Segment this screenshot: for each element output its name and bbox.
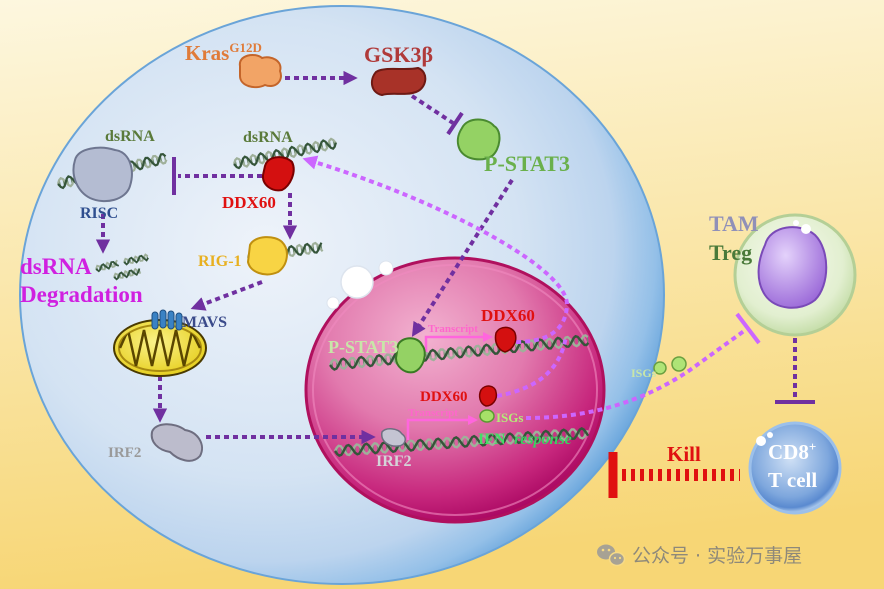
mavs-receptor [159, 309, 167, 329]
cd8-t-cell [748, 421, 842, 515]
ifn-label: IFN [478, 431, 506, 448]
inhibit-gsk3b-pstat3-bar [446, 111, 464, 136]
vesicle-tiny [326, 296, 340, 310]
response-label: response [514, 431, 572, 448]
secreted-isgs-label: ISGs [631, 366, 657, 380]
helix-strand-b [95, 259, 118, 271]
cd8-vesicle [756, 436, 766, 446]
inhibit-isgs-to-treg-line [525, 329, 746, 420]
arrow-rig1-to-mavs [190, 280, 263, 311]
gsk3b-label: GSK3β [364, 42, 433, 67]
nucleus-isgs-protein [479, 409, 495, 423]
mavs-label: MAVS [182, 314, 227, 331]
secreted-isgs-protein [653, 361, 667, 375]
tam-vesicle [801, 224, 811, 234]
transcript-arrow-lower [406, 415, 478, 440]
risc-protein [72, 146, 133, 203]
dsrna-ddx60-label: dsRNA [243, 129, 293, 146]
mavs-receptor [175, 312, 183, 331]
risc-label: RISC [80, 205, 118, 222]
cd8-t-cell-body [748, 421, 842, 515]
nucleus-inner-ring [312, 264, 598, 516]
t-cell-label: T cell [768, 468, 817, 492]
kras-protein [238, 53, 282, 89]
nucleus-pstat3-protein [394, 337, 426, 374]
helix-strand-a [113, 268, 141, 281]
mavs-receptor [151, 311, 159, 330]
transcript-arrow-upper [424, 332, 493, 352]
rig1-label: RIG-1 [198, 253, 242, 270]
helix-rungs [96, 261, 118, 271]
gsk3b-protein [370, 66, 427, 97]
transcript-label-lower: Transcript [408, 407, 458, 419]
rig1-protein [246, 236, 288, 276]
helix-strand-b [113, 267, 142, 279]
helix-rungs [124, 254, 149, 264]
irf2-label: IRF2 [108, 445, 141, 461]
mitochondrion-cristae [119, 326, 201, 367]
kras-label: KrasG12D [185, 40, 262, 65]
tam-treg-cell-nucleus [757, 226, 828, 309]
dsrna-fragment [123, 253, 149, 266]
dsrna-fragment [113, 267, 142, 281]
helix-rungs [114, 268, 141, 279]
watermark-text: 公众号 · 实验万事屋 [632, 545, 802, 567]
feedback-ddx60-to-dsrna [302, 155, 570, 344]
pstat3-protein [456, 118, 501, 161]
nucleus-ddx60-label-lower: DDX60 [420, 389, 468, 405]
feedback-lower-ddx60 [496, 335, 568, 398]
tam-vesicle [793, 220, 799, 226]
arrow-pstat3-to-nucleus [411, 178, 514, 337]
wechat-icon [597, 544, 626, 567]
inhibit-isgs-to-treg-bar [735, 312, 761, 345]
secreted-isgs-protein [671, 356, 687, 372]
vesicle-large [340, 265, 374, 299]
nucleus-pstat3-label: P-STAT3 [328, 337, 398, 357]
transcript-label-upper: Transcript [428, 323, 478, 335]
nucleus-ddx60-protein-lower [478, 385, 498, 407]
mavs-mitochondrion [113, 309, 207, 377]
tam-label: TAM [709, 211, 759, 236]
inhibit-gsk3b-pstat3-line [410, 94, 455, 125]
watermark: 公众号 · 实验万事屋 [597, 544, 802, 567]
helix-strand-b [232, 137, 337, 168]
cd8-label: CD8+ [768, 439, 816, 464]
dsrna-fragment [95, 259, 120, 273]
helix-strand-b [333, 428, 589, 457]
dsrna-risc-label: dsRNA [105, 128, 155, 145]
cd8-label-text: CD8 [768, 440, 809, 464]
helix-strand-a [95, 260, 120, 273]
helix-strand-a [334, 427, 590, 457]
nucleus-ddx60-label-upper: DDX60 [481, 306, 535, 325]
degradation-label-line2: Degradation [20, 282, 143, 307]
nucleus-irf2-protein [381, 428, 406, 447]
kill-label: Kill [667, 442, 701, 466]
treg-label: Treg [709, 240, 752, 265]
mavs-receptor [167, 310, 175, 330]
helix-strand-a [123, 254, 149, 266]
cd8-vesicle [767, 432, 773, 438]
ddx60-label: DDX60 [222, 193, 276, 212]
tam-treg-cell [733, 213, 857, 337]
nucleus-isgs-label: ISGs [496, 410, 523, 425]
nucleus-ddx60-protein-upper [494, 326, 517, 353]
kras-label-text: Kras [185, 41, 229, 65]
degradation-label-line1: dsRNA [20, 254, 92, 279]
helix-strand-a [329, 334, 590, 371]
irf2-protein [150, 423, 204, 462]
helix-rungs [336, 429, 585, 455]
pstat3-label: P-STAT3 [484, 151, 570, 176]
nucleus [304, 256, 606, 524]
ddx60-protein [261, 156, 295, 192]
kras-mutation-label: G12D [229, 40, 262, 55]
nucleus-body [304, 256, 606, 524]
vesicle-small [378, 260, 394, 276]
helix-rungs [234, 139, 336, 168]
nucleus-irf2-label: IRF2 [376, 453, 412, 470]
cd8-superscript: + [809, 439, 816, 454]
dna-strand-lower [333, 427, 590, 457]
